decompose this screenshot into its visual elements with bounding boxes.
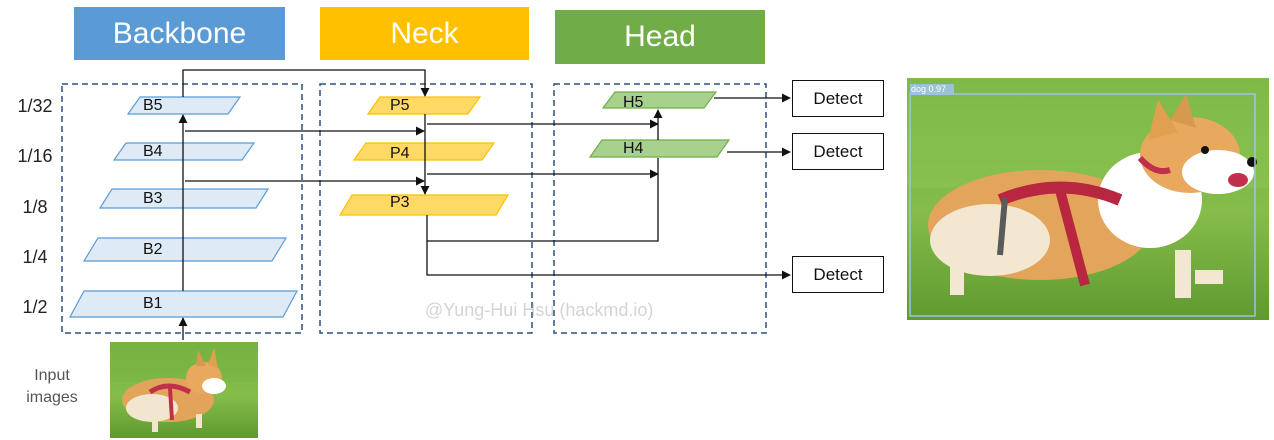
neck-container bbox=[319, 83, 533, 334]
detect-box-p3: Detect bbox=[792, 256, 884, 293]
input-image bbox=[110, 342, 258, 438]
block-b1-label: B1 bbox=[143, 295, 163, 312]
backbone-container bbox=[61, 83, 303, 334]
input-label-line-1: Input bbox=[34, 367, 70, 384]
block-b1-shape bbox=[68, 290, 299, 318]
head-header-box bbox=[555, 10, 765, 64]
head-header: Head bbox=[624, 20, 696, 53]
block-b5-shape bbox=[126, 96, 242, 115]
block-p3-shape bbox=[338, 194, 510, 216]
block-b4-label: B4 bbox=[143, 143, 163, 160]
block-b2-shape bbox=[82, 237, 288, 262]
block-h4-label: H4 bbox=[623, 140, 644, 157]
neck-header: Neck bbox=[390, 16, 459, 50]
block-b2-label: B2 bbox=[143, 241, 163, 258]
block-b5-label: B5 bbox=[143, 97, 163, 114]
input-images-label: Input images bbox=[14, 365, 90, 409]
block-h5-shape bbox=[601, 91, 718, 109]
head-container bbox=[553, 83, 767, 334]
block-h4-shape bbox=[588, 139, 731, 158]
scale-label-1-32: 1/32 bbox=[17, 96, 53, 116]
watermark: @Yung-Hui Hsu (hackmd.io) bbox=[425, 300, 654, 320]
scale-label-1-4: 1/4 bbox=[22, 247, 48, 267]
scale-label-1-16: 1/16 bbox=[17, 146, 53, 166]
block-p3-label: P3 bbox=[390, 194, 410, 211]
block-p4-shape bbox=[352, 142, 496, 161]
p3-to-detect-arrow bbox=[426, 241, 791, 280]
backbone-header: Backbone bbox=[112, 16, 247, 50]
scale-label-1-2: 1/2 bbox=[22, 297, 48, 317]
block-p5-shape bbox=[366, 96, 482, 115]
backbone-header-box bbox=[74, 7, 285, 60]
scale-label-1-8: 1/8 bbox=[22, 197, 48, 217]
b5-to-p5-arrow bbox=[182, 69, 430, 97]
block-b3-shape bbox=[98, 188, 270, 209]
block-b4-shape bbox=[112, 142, 256, 161]
input-label-line-2: images bbox=[26, 389, 78, 406]
detection-label: dog 0.97 bbox=[911, 84, 947, 94]
block-h5-label: H5 bbox=[623, 94, 644, 111]
block-p4-label: P4 bbox=[390, 145, 410, 162]
block-b3-label: B3 bbox=[143, 190, 163, 207]
neck-header-box bbox=[320, 7, 529, 60]
detect-box-h4: Detect bbox=[792, 133, 884, 170]
p3-to-head-path bbox=[426, 158, 659, 242]
detection-box bbox=[909, 93, 1256, 317]
block-p5-label: P5 bbox=[390, 97, 410, 114]
detect-box-h5: Detect bbox=[792, 80, 884, 117]
output-image bbox=[907, 78, 1269, 320]
